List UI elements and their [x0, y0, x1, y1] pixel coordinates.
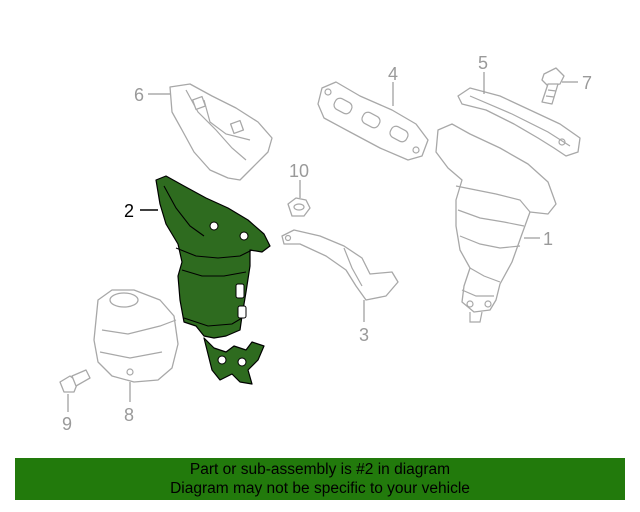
- banner-line-2: Diagram may not be specific to your vehi…: [170, 480, 470, 497]
- part-9-bolt[interactable]: [59, 369, 91, 393]
- part-1-catalytic-converter[interactable]: [435, 123, 557, 323]
- info-banner: Part or sub-assembly is #2 in diagram Di…: [15, 458, 625, 500]
- callout-10: 10: [289, 161, 309, 181]
- part-2-catalytic-converter[interactable]: [155, 175, 271, 385]
- callout-2: 2: [124, 201, 134, 221]
- part-3-bracket[interactable]: [281, 229, 399, 301]
- part-7-bolt[interactable]: [541, 67, 565, 105]
- callout-8: 8: [124, 405, 134, 425]
- callout-4: 4: [388, 64, 398, 84]
- part-4-gasket[interactable]: [317, 81, 429, 161]
- parts-diagram: 6 4 5 7 10: [59, 53, 592, 434]
- banner-line-1: Part or sub-assembly is #2 in diagram: [189, 461, 451, 478]
- callout-3: 3: [359, 325, 369, 345]
- part-5-bracket[interactable]: [457, 87, 581, 157]
- part-8-heat-shield[interactable]: [93, 289, 179, 383]
- callout-6: 6: [134, 85, 144, 105]
- part-10-nut[interactable]: [287, 197, 311, 217]
- callout-5: 5: [478, 53, 488, 73]
- callout-9: 9: [62, 414, 72, 434]
- callout-7: 7: [582, 73, 592, 93]
- part-6-heat-shield[interactable]: [169, 83, 273, 181]
- callout-1: 1: [543, 229, 553, 249]
